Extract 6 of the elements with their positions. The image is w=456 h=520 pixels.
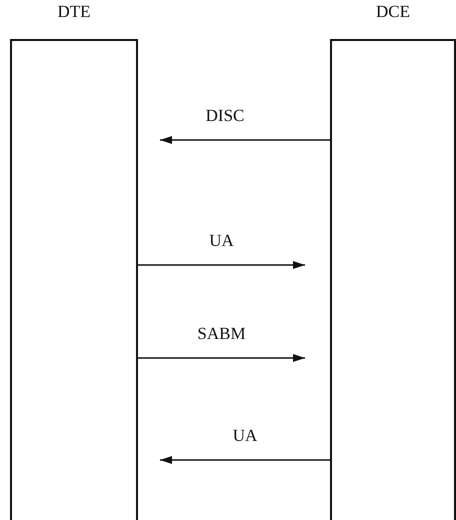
station-heading: DTE bbox=[56, 2, 92, 22]
arrow bbox=[160, 456, 330, 464]
arrow bbox=[138, 261, 305, 269]
arrow bbox=[138, 354, 305, 362]
arrow bbox=[160, 136, 330, 144]
station-heading: DCE bbox=[375, 2, 411, 22]
